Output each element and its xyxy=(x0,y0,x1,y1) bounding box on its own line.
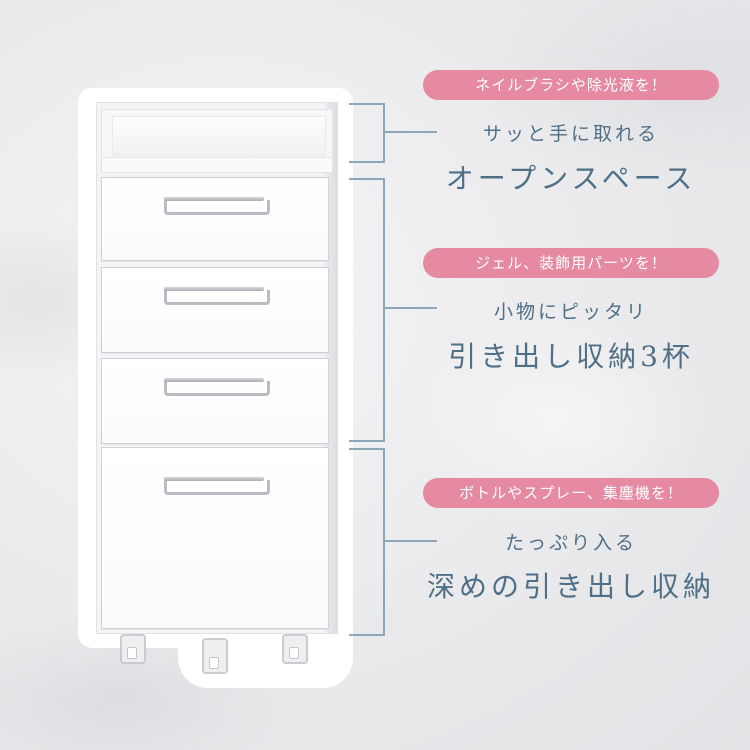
bracket-deep-drawer xyxy=(349,448,385,636)
feature-subtitle: 小物にピッタリ xyxy=(493,301,648,323)
drawer-deep xyxy=(101,447,329,629)
bracket-small-drawers xyxy=(349,178,385,442)
drawer-handle-icon xyxy=(164,378,270,396)
caster-wheel-icon xyxy=(282,634,308,664)
open-shelf-back xyxy=(112,116,326,156)
drawer-handle-icon xyxy=(164,197,270,215)
drawer-3 xyxy=(101,358,329,444)
feature-subtitle: たっぷり入る xyxy=(504,532,637,554)
cabinet-illustration xyxy=(78,88,353,688)
open-shelf xyxy=(101,109,333,173)
caster-wheel-icon xyxy=(120,634,146,664)
feature-badge: ボトルやスプレー、集塵機を！ xyxy=(423,478,719,508)
drawer-2 xyxy=(101,267,329,353)
feature-badge: ジェル、装飾用パーツを！ xyxy=(423,248,719,278)
feature-badge: ネイルブラシや除光液を！ xyxy=(423,70,719,100)
feature-title: オープンスペース xyxy=(445,162,697,195)
feature-title: 深めの引き出し収納 xyxy=(426,570,715,603)
drawer-handle-icon xyxy=(164,287,270,305)
drawer-handle-icon xyxy=(164,477,270,495)
bracket-connector xyxy=(383,307,437,309)
open-shelf-lip xyxy=(102,157,332,172)
caster-wheel-icon xyxy=(202,638,228,674)
bracket-open-space xyxy=(349,103,385,163)
feature-subtitle: サッと手に取れる xyxy=(482,123,659,145)
feature-title: 引き出し収納3杯 xyxy=(448,340,694,373)
cabinet-body xyxy=(96,102,338,634)
bracket-connector xyxy=(383,540,437,542)
drawer-1 xyxy=(101,177,329,261)
bracket-connector xyxy=(383,131,437,133)
